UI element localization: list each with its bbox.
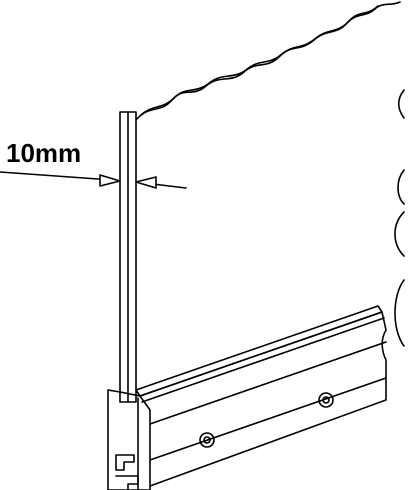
base-profile-groove-2	[149, 377, 387, 461]
end-cap-slot-2	[115, 475, 139, 490]
base-profile-lip	[141, 317, 385, 403]
dimension-arrow-right	[135, 176, 157, 189]
base-profile-top	[135, 305, 383, 397]
glass-break-line-inner	[139, 5, 379, 117]
screw-icon	[322, 396, 330, 404]
end-cap-slot-1	[115, 454, 135, 471]
base-profile-groove-1	[149, 341, 387, 425]
dimension-label: 10mm	[6, 138, 81, 168]
dimension-line-left	[0, 171, 113, 181]
end-cap	[107, 389, 151, 490]
glass-right-break	[394, 89, 405, 347]
screw-icon	[203, 436, 211, 444]
dimension-arrow-left	[99, 174, 121, 187]
base-profile-face	[139, 311, 387, 487]
screw-icon	[318, 392, 334, 408]
screw-icon	[199, 432, 215, 448]
